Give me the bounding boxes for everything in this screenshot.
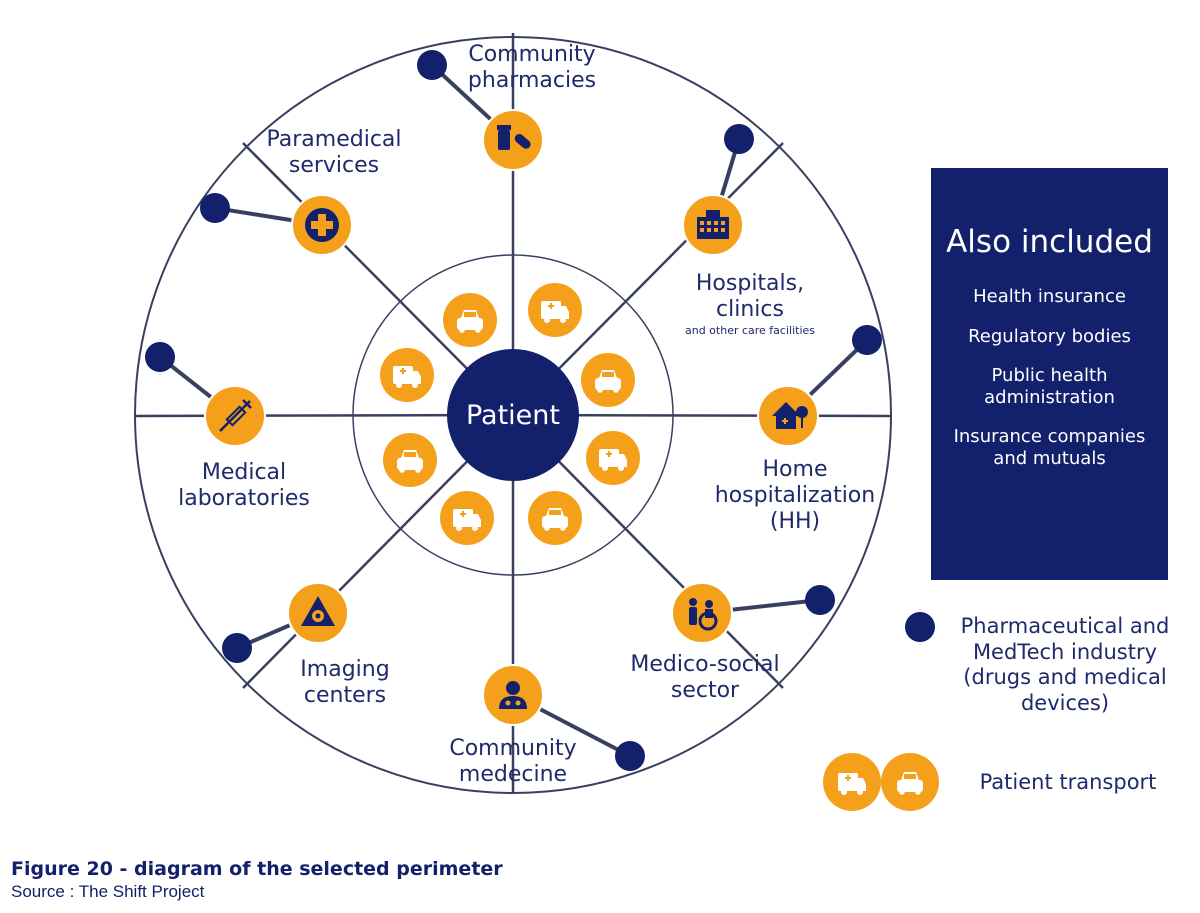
transport-ring <box>380 283 640 545</box>
medical-cross-icon <box>291 194 353 256</box>
ambulance-icon <box>440 491 494 545</box>
legend-industry-label: Pharmaceutical and MedTech industry (dru… <box>960 614 1170 715</box>
doctor-icon <box>482 664 544 726</box>
also-included-item: Regulatory bodies <box>968 325 1131 347</box>
legend-transport-label: Patient transport <box>979 770 1157 794</box>
taxi-icon <box>383 433 437 487</box>
also-included-item: Health insurance <box>973 286 1126 307</box>
industry-knob-icon <box>222 633 252 663</box>
ambulance-icon <box>380 348 434 402</box>
taxi-icon <box>528 491 582 545</box>
also-included-item: Public health administration <box>984 365 1115 408</box>
industry-knob-icon <box>417 50 447 80</box>
also-included-panel: Also included Health insurance Regulator… <box>931 168 1168 580</box>
radiation-icon <box>287 582 349 644</box>
industry-knob-icon <box>724 124 754 154</box>
patient-label: Patient <box>466 400 560 431</box>
house-care-icon <box>757 385 819 447</box>
pill-bottle-icon <box>482 109 544 171</box>
ambulance-icon <box>586 431 640 485</box>
sector-icons <box>204 109 819 726</box>
also-included-item: Insurance companies and mutuals <box>953 426 1146 469</box>
taxi-icon <box>443 293 497 347</box>
hospital-building-icon <box>682 194 744 256</box>
patient-circle <box>447 349 579 481</box>
figure-source: Source : The Shift Project <box>11 882 205 901</box>
industry-dot-icon <box>905 612 935 642</box>
caregiver-wheelchair-icon <box>671 582 733 644</box>
also-included-title: Also included <box>946 224 1153 260</box>
ambulance-icon <box>528 283 582 337</box>
taxi-icon <box>581 353 635 407</box>
syringe-icon <box>204 385 266 447</box>
label-hospitals: Hospitals,clinics and other care facilit… <box>684 271 816 337</box>
industry-knob-icon <box>145 342 175 372</box>
industry-knob-icon <box>805 585 835 615</box>
industry-knob-icon <box>615 741 645 771</box>
industry-knob-icon <box>200 193 230 223</box>
figure-caption: Figure 20 - diagram of the selected peri… <box>11 858 503 880</box>
legend-transport-icons <box>823 753 939 811</box>
perimeter-diagram: Patient <box>134 33 892 794</box>
taxi-icon <box>881 753 939 811</box>
industry-knob-icon <box>852 325 882 355</box>
ambulance-icon <box>823 753 881 811</box>
